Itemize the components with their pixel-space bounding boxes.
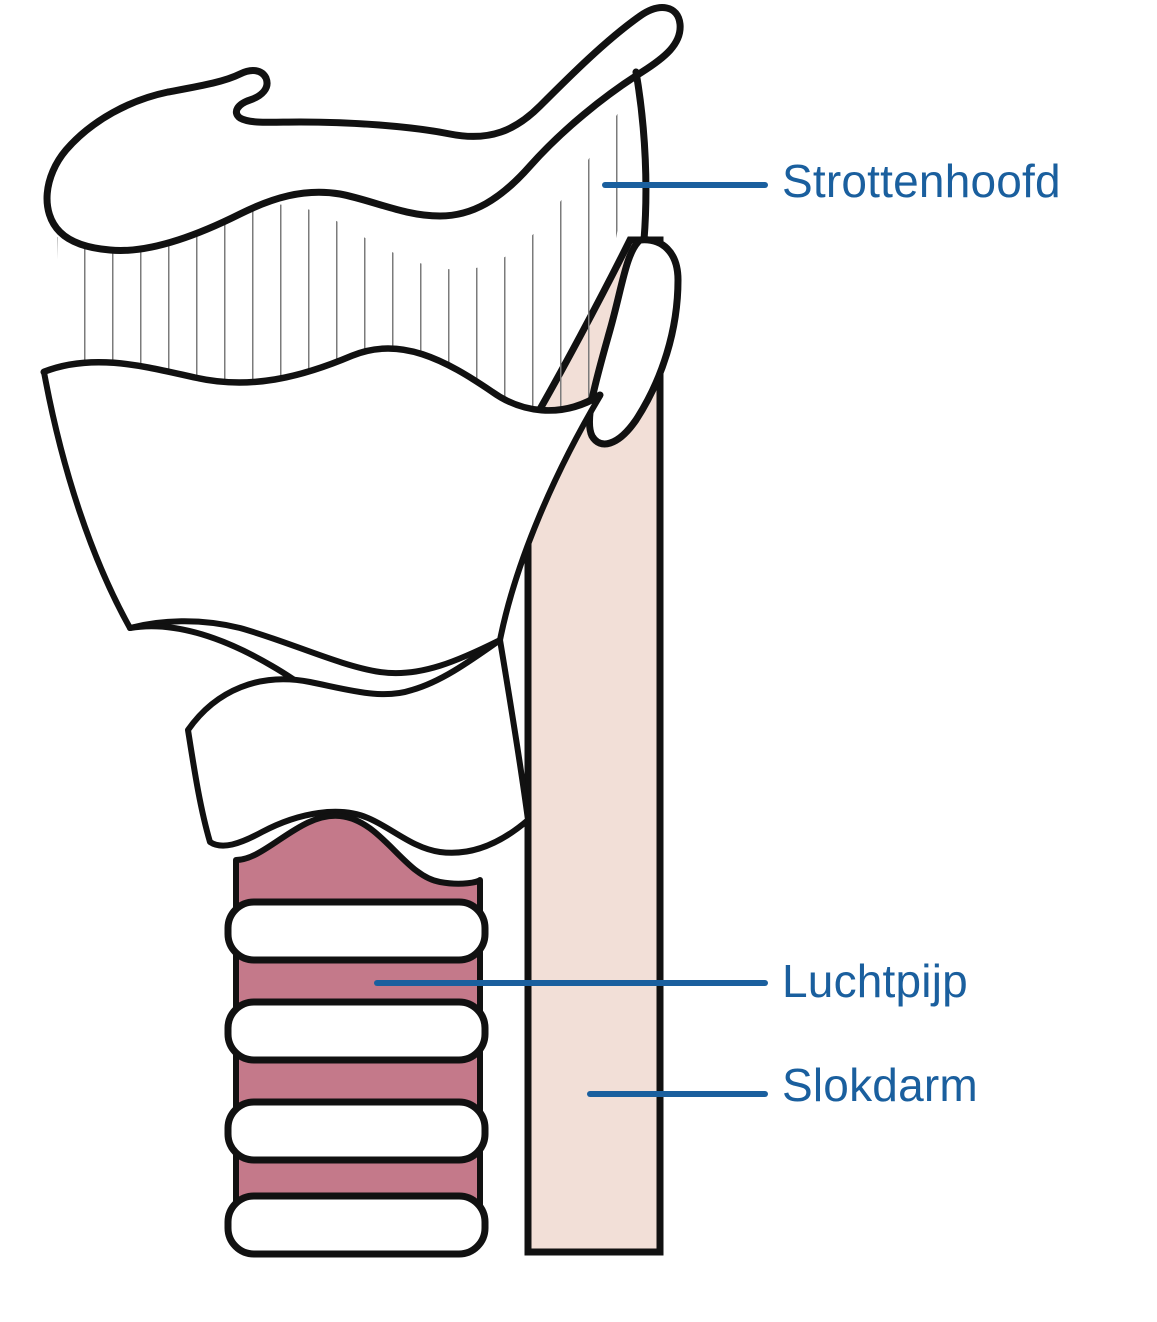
hyoid-epiglottis-outline: [43, 4, 684, 255]
leader-lines: [374, 182, 768, 1097]
trachea-cartilage-ring: [224, 998, 489, 1064]
trachea-cartilage-ring: [224, 1098, 489, 1164]
larynx-group: [40, 4, 684, 856]
trachea-cartilage-ring: [224, 1192, 489, 1258]
label-luchtpijp: Luchtpijp: [782, 955, 968, 1007]
arytenoid-cartilage: [586, 236, 682, 448]
cricoid-cartilage: [185, 637, 531, 856]
trachea-group: [224, 812, 489, 1258]
epiglottis-stem: [632, 68, 650, 244]
label-strottenhoofd: Strottenhoofd: [782, 155, 1061, 207]
label-slokdarm: Slokdarm: [782, 1059, 978, 1111]
trachea-cartilage-ring: [224, 898, 489, 964]
thyroid-cartilage: [41, 345, 603, 677]
